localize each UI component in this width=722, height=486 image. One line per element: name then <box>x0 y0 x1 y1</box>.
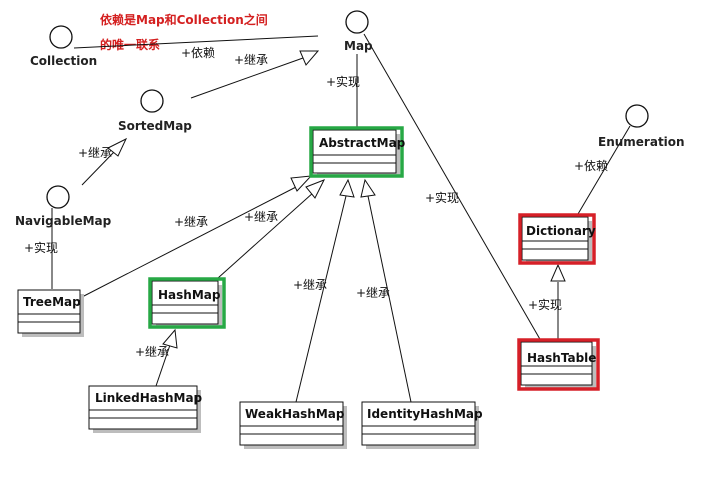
arrowhead-hashmap-abstractmap <box>305 179 326 199</box>
arrowhead-identityhashmap-abstractmap <box>360 178 376 198</box>
arrowhead-hashtable-dictionary <box>550 263 566 282</box>
linkedhashmap-label: LinkedHashMap <box>95 391 203 405</box>
enumeration-label: Enumeration <box>598 135 685 149</box>
edge-navigable-sorted <box>81 151 115 186</box>
interface-navigablemap[interactable]: NavigableMap <box>15 185 112 228</box>
label-hashmap-extends-abstract: +继承 <box>244 210 278 224</box>
navigablemap-interface-icon <box>46 185 70 209</box>
arrowhead-sortedmap-map <box>299 50 320 66</box>
hashmap-label: HashMap <box>158 288 221 302</box>
label-navigable-extends-sorted: +继承 <box>78 146 112 160</box>
abstractmap-highlight-frame <box>309 126 404 178</box>
weakhashmap-label: WeakHashMap <box>245 407 345 421</box>
class-identityhashmap[interactable]: IdentityHashMap <box>361 401 483 449</box>
interface-map[interactable]: Map <box>344 10 373 53</box>
hashmap-highlight-frame <box>148 277 226 329</box>
map-interface-icon <box>345 10 369 34</box>
label-identityhashmap-extends-abstract: +继承 <box>356 286 390 300</box>
arrowhead-navigable-sorted <box>107 137 128 157</box>
arrowhead-linkedhashmap-hashmap <box>162 328 178 349</box>
class-linkedhashmap[interactable]: LinkedHashMap <box>88 385 203 433</box>
dictionary-label: Dictionary <box>526 224 596 238</box>
label-abstractmap-implements-map: +实现 <box>326 74 360 89</box>
class-weakhashmap[interactable]: WeakHashMap <box>239 401 347 449</box>
hashtable-label: HashTable <box>527 351 596 365</box>
class-abstractmap[interactable]: AbstractMap <box>309 126 406 178</box>
edge-weakhashmap-abstractmap <box>295 195 347 403</box>
edge-linkedhashmap-hashmap <box>155 344 171 387</box>
identityhashmap-label: IdentityHashMap <box>367 407 483 421</box>
edge-dictionary-enumeration <box>577 125 631 215</box>
note-line-2: 的唯一联系 <box>100 37 160 52</box>
edge-identityhashmap-abstractmap <box>367 195 412 403</box>
interface-collection[interactable]: Collection <box>30 25 97 68</box>
label-hashtable-extends-dictionary: +实现 <box>528 297 562 312</box>
label-treemap-extends-abstract: +继承 <box>174 215 208 229</box>
collection-interface-icon <box>49 25 73 49</box>
edge-hashtable-map <box>363 33 542 342</box>
sortedmap-interface-icon <box>140 89 164 113</box>
label-hashtable-implements-map: +实现 <box>425 190 459 205</box>
label-dictionary-depends-enumeration: +依赖 <box>574 158 608 173</box>
hashtable-highlight-frame <box>517 338 600 391</box>
interface-enumeration[interactable]: Enumeration <box>598 104 685 149</box>
dictionary-highlight-frame <box>518 213 596 265</box>
label-sortedmap-extends-map: +继承 <box>234 53 268 67</box>
map-label: Map <box>344 39 373 53</box>
interface-sortedmap[interactable]: SortedMap <box>118 89 192 133</box>
enumeration-interface-icon <box>625 104 649 128</box>
class-hashtable[interactable]: HashTable <box>517 338 600 391</box>
label-linkedhashmap-extends-hashmap: +继承 <box>135 345 169 359</box>
edge-hashmap-abstractmap <box>217 191 315 279</box>
arrowhead-weakhashmap-abstractmap <box>339 178 355 198</box>
label-depend-collection-map: +依赖 <box>181 45 215 60</box>
collection-label: Collection <box>30 54 97 68</box>
edge-treemap-abstractmap <box>81 185 299 298</box>
edge-collection-map <box>73 35 319 49</box>
abstractmap-label: AbstractMap <box>319 136 406 150</box>
label-weakhashmap-extends-abstract: +继承 <box>293 278 327 292</box>
edge-sortedmap-map <box>190 57 304 99</box>
class-dictionary[interactable]: Dictionary <box>518 213 596 265</box>
note-line-1: 依赖是Map和Collection之间 <box>100 12 268 27</box>
sortedmap-label: SortedMap <box>118 119 192 133</box>
label-treemap-implements-navigable: +实现 <box>24 240 58 255</box>
arrowhead-treemap-abstractmap <box>290 175 313 192</box>
class-treemap[interactable]: TreeMap <box>17 289 84 337</box>
treemap-label: TreeMap <box>23 295 81 309</box>
class-hashmap[interactable]: HashMap <box>148 277 226 329</box>
navigablemap-label: NavigableMap <box>15 214 112 228</box>
